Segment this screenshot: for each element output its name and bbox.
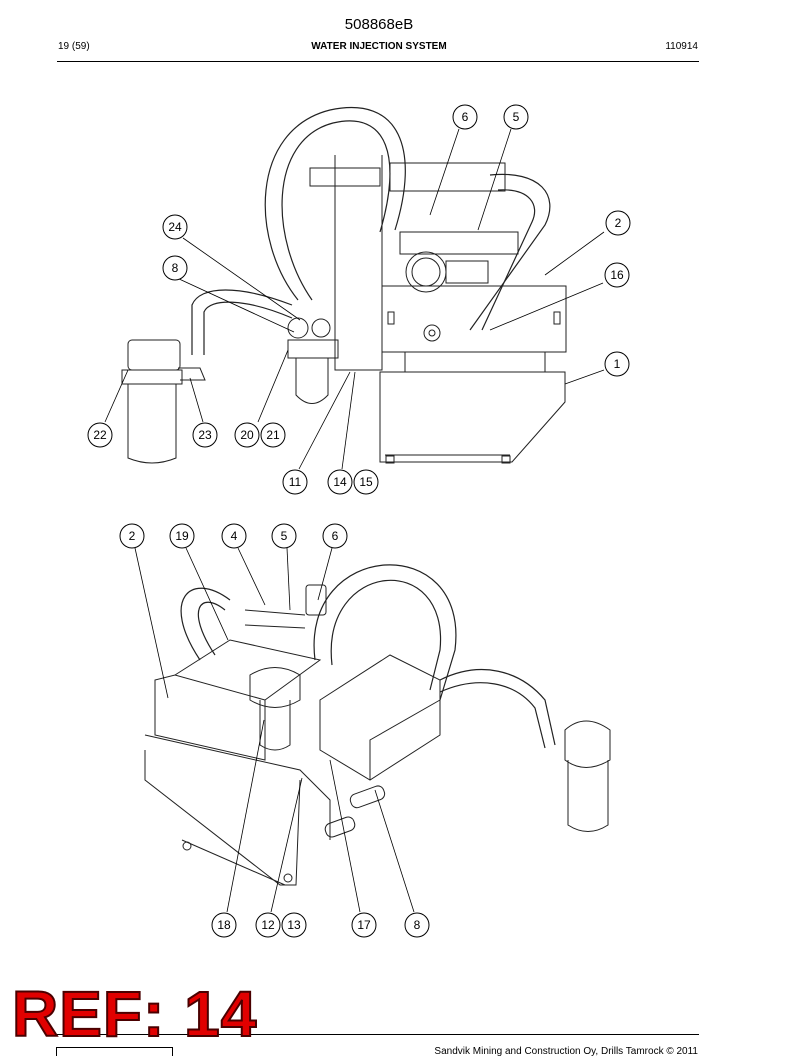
footer-rule [57, 1034, 699, 1035]
svg-text:16: 16 [610, 268, 624, 282]
svg-text:12: 12 [261, 918, 275, 932]
bottom-view-assembly [144, 564, 611, 886]
page-title: WATER INJECTION SYSTEM [311, 41, 447, 52]
callout-24: 24 [162, 214, 188, 240]
callout-6-top: 6 [452, 104, 478, 130]
top-view-leader-lines [104, 128, 605, 470]
callout-12: 12 [255, 912, 281, 938]
svg-text:11: 11 [289, 475, 302, 489]
svg-text:6: 6 [462, 110, 469, 124]
sandvik-logo [56, 1047, 173, 1056]
callout-22: 22 [87, 422, 113, 448]
document-id: 508868eB [344, 16, 414, 33]
svg-text:2: 2 [129, 529, 136, 543]
svg-text:6: 6 [332, 529, 339, 543]
svg-text:23: 23 [198, 428, 212, 442]
callout-8-bottom: 8 [404, 912, 430, 938]
callout-14: 14 [327, 469, 353, 495]
callout-11: 11 [282, 469, 308, 495]
callout-5-bottom: 5 [271, 523, 297, 549]
svg-text:18: 18 [217, 918, 231, 932]
svg-text:8: 8 [414, 918, 421, 932]
callout-2-top: 2 [605, 210, 631, 236]
svg-text:17: 17 [357, 918, 371, 932]
svg-text:5: 5 [281, 529, 288, 543]
callout-4: 4 [221, 523, 247, 549]
ref-stamp: REF: 14 [11, 978, 258, 1050]
page-number: 19 (59) [58, 41, 90, 52]
document-date: 110914 [665, 41, 698, 52]
bottom-view-leader-lines [134, 547, 415, 913]
callout-18: 18 [211, 912, 237, 938]
svg-text:1: 1 [614, 357, 621, 371]
callout-16: 16 [604, 262, 630, 288]
svg-text:14: 14 [333, 475, 347, 489]
svg-text:15: 15 [359, 475, 373, 489]
callout-17: 17 [351, 912, 377, 938]
callout-5-top: 5 [503, 104, 529, 130]
svg-text:21: 21 [266, 428, 280, 442]
svg-text:24: 24 [168, 220, 182, 234]
callout-13: 13 [281, 912, 307, 938]
svg-text:20: 20 [240, 428, 254, 442]
svg-text:8: 8 [172, 261, 179, 275]
callout-15: 15 [353, 469, 379, 495]
footer-copyright: Sandvik Mining and Construction Oy, Dril… [434, 1046, 698, 1057]
svg-text:22: 22 [93, 428, 107, 442]
svg-text:19: 19 [175, 529, 189, 543]
header-rule [57, 61, 699, 62]
callout-2-bottom: 2 [119, 523, 145, 549]
svg-text:4: 4 [231, 529, 238, 543]
top-view-assembly [121, 107, 567, 464]
svg-text:5: 5 [513, 110, 520, 124]
callout-21: 21 [260, 422, 286, 448]
svg-text:2: 2 [615, 216, 622, 230]
svg-text:13: 13 [287, 918, 301, 932]
callout-8-top: 8 [162, 255, 188, 281]
callout-6-bottom: 6 [322, 523, 348, 549]
callout-19: 19 [169, 523, 195, 549]
callout-20: 20 [234, 422, 260, 448]
callout-1: 1 [604, 351, 630, 377]
callout-23: 23 [192, 422, 218, 448]
